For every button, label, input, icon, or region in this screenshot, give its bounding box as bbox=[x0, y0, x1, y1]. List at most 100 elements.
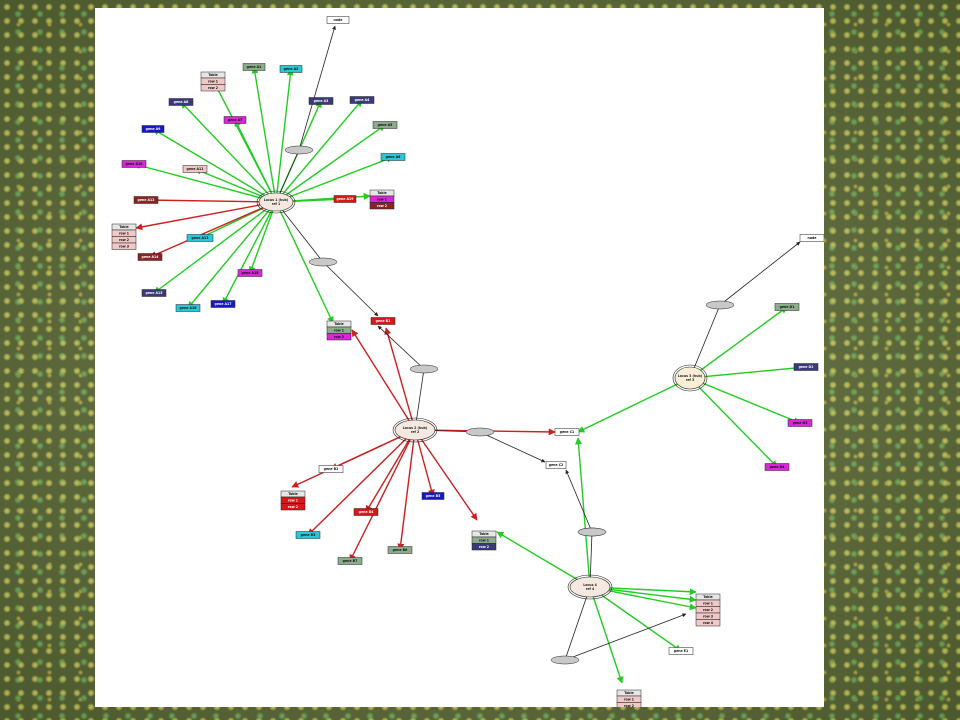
table-row: row 4 bbox=[703, 621, 714, 625]
edge bbox=[589, 586, 682, 652]
gene-node[interactable]: gene A10 bbox=[121, 160, 147, 168]
edge bbox=[496, 531, 591, 588]
edge-b1 bbox=[251, 66, 277, 203]
gene-node[interactable]: gene A6 bbox=[380, 153, 406, 161]
gene-node[interactable]: gene B2 bbox=[318, 465, 344, 473]
table-row: row 2 bbox=[288, 505, 298, 509]
gene-node[interactable]: gene A5 bbox=[372, 121, 398, 129]
gene-node[interactable]: node bbox=[326, 16, 350, 24]
gene-node[interactable]: gene B1 bbox=[370, 317, 396, 325]
table-title: Table bbox=[334, 322, 343, 326]
gene-node[interactable]: gene B4 bbox=[353, 508, 379, 516]
gene-node[interactable]: gene A13 bbox=[186, 234, 214, 242]
table-row: row 2 bbox=[703, 608, 713, 612]
gene-node[interactable]: gene E1 bbox=[668, 647, 694, 655]
node-table[interactable]: Table row 1 row 2 bbox=[369, 189, 395, 210]
table-row: row 1 bbox=[703, 601, 713, 605]
gene-label: gene C1 bbox=[560, 430, 575, 434]
gene-node[interactable]: gene A15 bbox=[141, 289, 167, 297]
gene-label: gene D1 bbox=[780, 305, 795, 309]
edge-t4 bbox=[275, 201, 334, 324]
gene-node[interactable]: gene B3 bbox=[295, 531, 321, 539]
nodes-layer: Locus 1 (hub)ref 1 Locus 2 (hub)ref 2 Locu… bbox=[111, 16, 824, 707]
edge bbox=[564, 586, 591, 661]
gene-node[interactable]: gene D1 bbox=[774, 303, 800, 311]
gene-label: gene B4 bbox=[359, 510, 374, 514]
link-node[interactable] bbox=[465, 427, 495, 437]
table-row: row 2 bbox=[377, 204, 387, 208]
gene-label: gene B1 bbox=[376, 319, 391, 323]
gene-node[interactable]: gene A19 bbox=[333, 195, 357, 203]
gene-label: gene B6 bbox=[393, 548, 408, 552]
gene-node[interactable]: gene B6 bbox=[387, 546, 413, 554]
gene-node[interactable]: gene D3 bbox=[787, 419, 813, 427]
edge bbox=[689, 306, 788, 379]
gene-node[interactable]: gene A4 bbox=[349, 96, 375, 104]
table-row: row 1 bbox=[208, 79, 218, 83]
gene-node[interactable]: gene D2 bbox=[793, 363, 819, 371]
gene-node[interactable]: gene C1 bbox=[554, 428, 580, 436]
link-node[interactable] bbox=[550, 655, 580, 665]
hub-label: ref 2 bbox=[411, 430, 419, 434]
gene-node[interactable]: gene A2 bbox=[279, 65, 303, 73]
gene-node[interactable]: gene A16 bbox=[175, 304, 201, 312]
hub-node[interactable]: Locus 1 (hub)ref 1 bbox=[256, 190, 296, 214]
table-row: row 2 bbox=[334, 335, 344, 339]
gene-node[interactable]: gene A17 bbox=[210, 300, 236, 308]
table-title: Table bbox=[624, 691, 633, 695]
link-node[interactable] bbox=[308, 257, 338, 267]
gene-label: gene A1 bbox=[247, 65, 262, 69]
edge-b15 bbox=[153, 201, 277, 294]
hub-label: Locus 4 bbox=[583, 583, 597, 587]
gene-node[interactable]: node bbox=[799, 234, 824, 242]
table-row: row 1 bbox=[479, 538, 489, 542]
hub-label: ref 3 bbox=[686, 378, 694, 382]
edge-b14 bbox=[149, 201, 277, 258]
edge bbox=[322, 261, 379, 317]
gene-label: gene A11 bbox=[187, 167, 204, 171]
link-node[interactable] bbox=[409, 364, 439, 374]
gene-node[interactable]: gene A14 bbox=[137, 253, 163, 261]
edge bbox=[564, 613, 687, 661]
gene-node[interactable]: gene A8 bbox=[168, 98, 194, 106]
gene-node[interactable]: gene A1 bbox=[242, 63, 266, 71]
gene-node[interactable]: gene A11 bbox=[182, 165, 208, 173]
edge bbox=[397, 429, 416, 551]
table-row: row 1 bbox=[624, 697, 634, 701]
gene-node[interactable]: gene A18 bbox=[237, 269, 263, 277]
table-title: Table bbox=[119, 225, 128, 229]
hub-node[interactable]: Locus 3 (hub)ref 3 bbox=[672, 364, 708, 392]
link-node[interactable] bbox=[577, 527, 607, 537]
hub-node[interactable]: Locus 2 (hub)ref 2 bbox=[392, 417, 438, 443]
gene-node[interactable]: gene A7 bbox=[223, 116, 247, 124]
gene-node[interactable]: gene B5 bbox=[421, 492, 445, 500]
link-node[interactable] bbox=[705, 300, 735, 310]
gene-node[interactable]: gene D4 bbox=[764, 463, 790, 471]
table-title: Table bbox=[377, 191, 386, 195]
edge bbox=[414, 429, 435, 497]
gene-node[interactable]: gene C2 bbox=[545, 461, 567, 469]
table-row: row 3 bbox=[703, 614, 713, 618]
table-row: row 1 bbox=[377, 197, 387, 201]
edge-b8 bbox=[180, 101, 277, 203]
gene-label: gene C2 bbox=[549, 463, 564, 467]
gene-node[interactable]: gene A3 bbox=[308, 97, 334, 105]
gene-label: node bbox=[334, 18, 343, 22]
edge bbox=[298, 25, 336, 151]
edge bbox=[565, 469, 593, 533]
gene-label: gene A3 bbox=[314, 99, 329, 103]
gene-node[interactable]: gene A12 bbox=[133, 196, 159, 204]
gene-label: gene B5 bbox=[426, 494, 441, 498]
gene-node[interactable]: gene B7 bbox=[337, 557, 363, 565]
link-node[interactable] bbox=[284, 145, 314, 155]
gene-label: gene A13 bbox=[192, 236, 209, 240]
gene-node[interactable]: gene A9 bbox=[141, 125, 165, 133]
